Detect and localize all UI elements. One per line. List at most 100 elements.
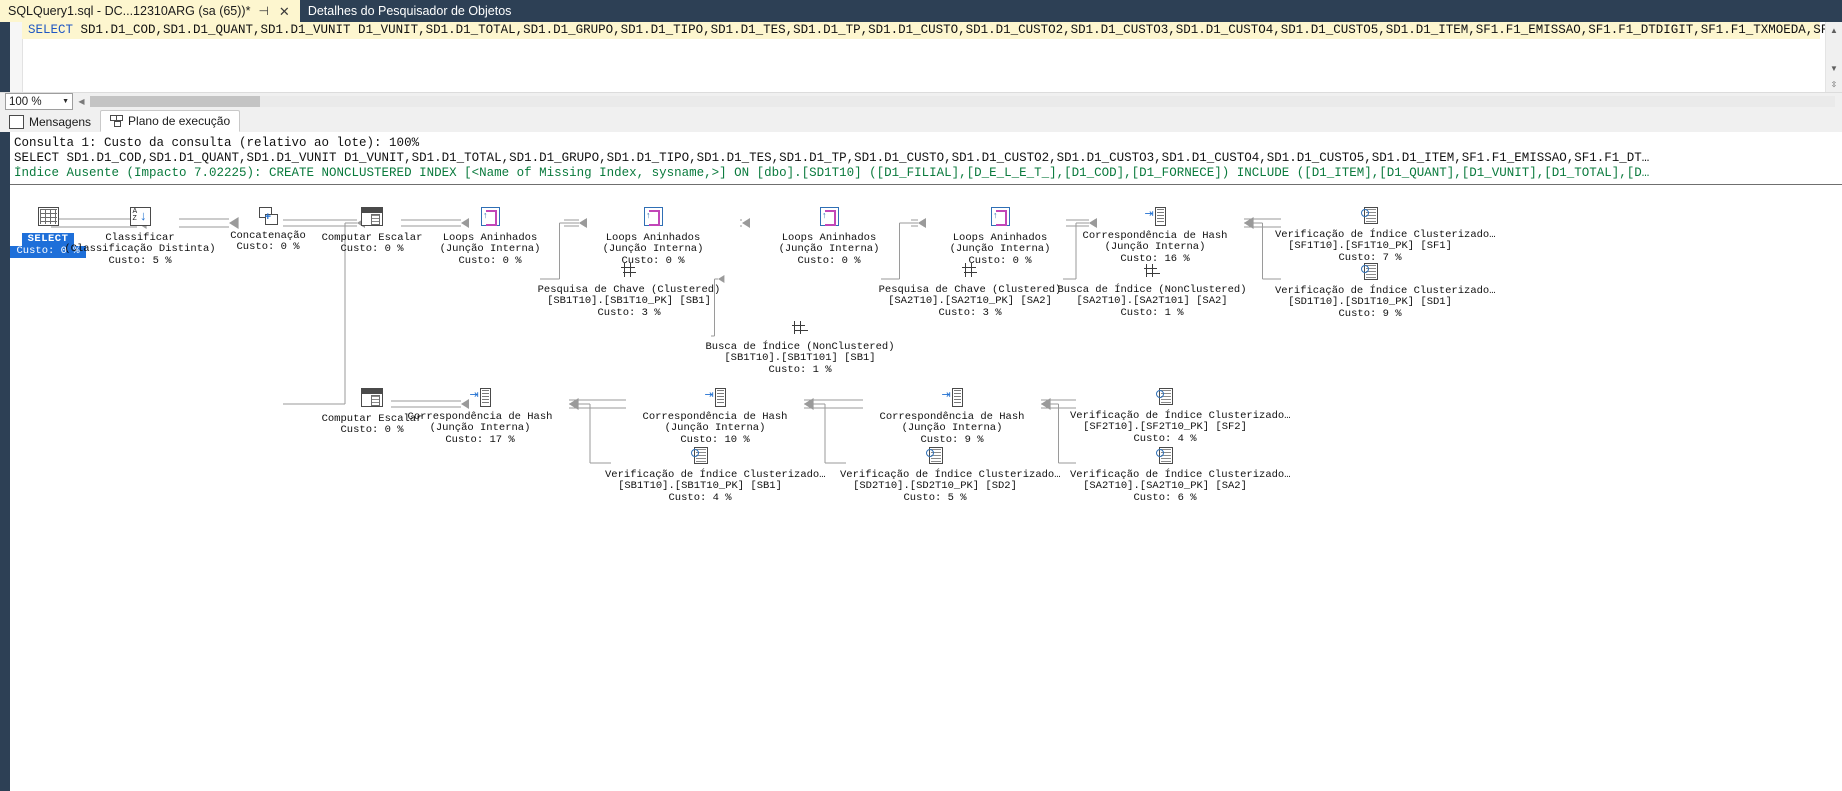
plan-node-clust4[interactable]: Verificação de Índice Clusterizado…[SB1T… bbox=[605, 447, 826, 504]
plan-node-loops2[interactable]: ↑Loops Aninhados(Junção Interna)Custo: 0… bbox=[558, 207, 748, 267]
plan-node-title: Concatenação bbox=[230, 229, 306, 242]
scroll-left-icon[interactable]: ◀ bbox=[78, 97, 85, 106]
nested-loops-icon: ↑ bbox=[734, 207, 924, 231]
plan-left-gutter bbox=[0, 132, 10, 791]
pin-icon[interactable]: ⊣ bbox=[258, 4, 269, 18]
plan-node-hash2[interactable]: ⇥Correspondência de Hash(Junção Interna)… bbox=[385, 388, 575, 446]
plan-node-loops3[interactable]: ↑Loops Aninhados(Junção Interna)Custo: 0… bbox=[734, 207, 924, 267]
editor-vertical-scrollbar[interactable]: ▲ ▼ ⇳ bbox=[1825, 22, 1842, 92]
plan-node-title: Pesquisa de Chave (Clustered) bbox=[537, 283, 721, 296]
plan-node-title: Loops Aninhados bbox=[952, 231, 1048, 244]
plan-node-seek1[interactable]: Pesquisa de Chave (Clustered)[SB1T10].[S… bbox=[534, 263, 724, 319]
editor-horizontal-scrollbar[interactable] bbox=[90, 96, 1835, 107]
hash-match-icon: ⇥ bbox=[1060, 207, 1250, 229]
plan-node-cost: Custo: 10 % bbox=[680, 433, 750, 446]
messages-icon bbox=[9, 114, 24, 129]
document-tabstrip: SQLQuery1.sql - DC...12310ARG (sa (65))*… bbox=[0, 0, 1842, 22]
editor-left-gutter bbox=[0, 22, 10, 92]
missing-index-line[interactable]: Índice Ausente (Impacto 7.02225): CREATE… bbox=[14, 166, 1650, 180]
plan-node-hash3[interactable]: ⇥Correspondência de Hash(Junção Interna)… bbox=[620, 388, 810, 446]
tab-plano-de-execucao[interactable]: Plano de execução bbox=[100, 110, 241, 132]
key-lookup-icon bbox=[534, 263, 724, 283]
nonclustered-index-seek-icon bbox=[1057, 263, 1247, 283]
plan-divider bbox=[10, 184, 1842, 185]
plan-node-cost: Custo: 0 % bbox=[968, 254, 1032, 267]
plan-node-subtitle: [SB1T10].[SB1T101] [SB1] bbox=[724, 352, 876, 364]
query-editor[interactable]: SELECT SD1.D1_COD,SD1.D1_QUANT,SD1.D1_VU… bbox=[0, 22, 1842, 92]
plan-node-title: Verificação de Índice Clusterizado… bbox=[1070, 409, 1291, 422]
plan-node-subtitle: [SA2T10].[SA2T10_PK] [SA2] bbox=[1083, 480, 1247, 492]
plan-node-cost: Custo: 3 % bbox=[597, 306, 661, 319]
plan-node-cost: Custo: 0 % bbox=[0, 245, 143, 258]
key-lookup-icon bbox=[875, 263, 1065, 283]
results-tabstrip: Mensagens Plano de execução bbox=[0, 110, 1842, 133]
plan-node-hash4[interactable]: ⇥Correspondência de Hash(Junção Interna)… bbox=[857, 388, 1047, 446]
plan-node-cost: Custo: 9 % bbox=[920, 433, 984, 446]
editor-bottom-bar: 100 % ▼ ◀ bbox=[0, 92, 1842, 111]
scrollbar-thumb[interactable] bbox=[90, 96, 260, 107]
plan-node-subtitle: (Junção Interna) bbox=[1104, 241, 1206, 253]
plan-node-clust5[interactable]: Verificação de Índice Clusterizado…[SD2T… bbox=[840, 447, 1061, 504]
plan-node-cost: Custo: 5 % bbox=[903, 491, 967, 504]
tab-label: SQLQuery1.sql - DC...12310ARG (sa (65))* bbox=[8, 4, 251, 18]
plan-node-title: Verificação de Índice Clusterizado… bbox=[605, 468, 826, 481]
plan-node-clust2[interactable]: Verificação de Índice Clusterizado…[SD1T… bbox=[1275, 263, 1496, 320]
plan-node-cost: Custo: 1 % bbox=[1120, 306, 1184, 319]
plan-node-title: Busca de Índice (NonClustered) bbox=[1057, 283, 1247, 296]
scroll-down-icon[interactable]: ▼ bbox=[1826, 60, 1842, 76]
plan-node-cost: Custo: 0 % bbox=[797, 254, 861, 267]
plan-header-text: Consulta 1: Custo da consulta (relativo … bbox=[14, 136, 1824, 181]
tab-mensagens[interactable]: Mensagens bbox=[0, 111, 101, 132]
plan-node-title: Verificação de Índice Clusterizado… bbox=[1275, 228, 1496, 241]
zoom-level-dropdown[interactable]: 100 % ▼ bbox=[5, 93, 73, 110]
clustered-index-scan-icon bbox=[1275, 207, 1465, 228]
plan-node-title: Loops Aninhados bbox=[442, 231, 538, 244]
plan-node-cost: Custo: 16 % bbox=[1120, 252, 1190, 265]
plan-node-title: Classificar bbox=[105, 231, 175, 244]
plan-node-clust6[interactable]: Verificação de Índice Clusterizado…[SA2T… bbox=[1070, 447, 1291, 504]
plan-node-nonclust1[interactable]: Busca de Índice (NonClustered)[SA2T10].[… bbox=[1057, 263, 1247, 319]
plan-node-nonclust2[interactable]: Busca de Índice (NonClustered)[SB1T10].[… bbox=[705, 320, 895, 376]
concatenation-icon: + bbox=[173, 207, 363, 229]
plan-node-loops4[interactable]: ↑Loops Aninhados(Junção Interna)Custo: 0… bbox=[905, 207, 1095, 267]
plan-node-subtitle: (Junção Interna) bbox=[949, 243, 1051, 255]
plan-node-subtitle: [SB1T10].[SB1T10_PK] [SB1] bbox=[618, 480, 782, 492]
plan-node-cost: Custo: 9 % bbox=[1338, 307, 1402, 320]
plan-node-cost: Custo: 4 % bbox=[668, 491, 732, 504]
plan-node-loops1[interactable]: ↑Loops Aninhados(Junção Interna)Custo: 0… bbox=[395, 207, 585, 267]
chevron-down-icon[interactable]: ▼ bbox=[62, 98, 69, 105]
plan-node-subtitle: [SA2T10].[SA2T10_PK] [SA2] bbox=[888, 295, 1052, 307]
plan-node-title: Computar Escalar bbox=[321, 231, 423, 244]
plan-node-cost: Custo: 0 % bbox=[340, 243, 404, 255]
close-icon[interactable]: ✕ bbox=[278, 3, 290, 19]
split-handle-icon[interactable]: ⇳ bbox=[1826, 76, 1842, 92]
execution-plan-surface[interactable]: Consulta 1: Custo da consulta (relativo … bbox=[0, 132, 1842, 791]
plan-node-title: Computar Escalar bbox=[321, 412, 423, 425]
plan-node-cost: Custo: 4 % bbox=[1133, 432, 1197, 445]
plan-node-seek2[interactable]: Pesquisa de Chave (Clustered)[SA2T10].[S… bbox=[875, 263, 1065, 319]
editor-indicator-margin bbox=[10, 22, 23, 92]
plan-node-cost: Custo: 7 % bbox=[1338, 251, 1402, 264]
plan-node-hash1[interactable]: ⇥Correspondência de Hash(Junção Interna)… bbox=[1060, 207, 1250, 265]
plan-node-title: Verificação de Índice Clusterizado… bbox=[1070, 468, 1291, 481]
clustered-index-scan-icon bbox=[605, 447, 795, 468]
nonclustered-index-seek-icon bbox=[705, 320, 895, 340]
editor-query-line: SELECT SD1.D1_COD,SD1.D1_QUANT,SD1.D1_VU… bbox=[28, 23, 1842, 37]
tab-sqlquery1[interactable]: SQLQuery1.sql - DC...12310ARG (sa (65))*… bbox=[0, 0, 300, 22]
compute-scalar-icon bbox=[277, 388, 467, 412]
plan-node-clust1[interactable]: Verificação de Índice Clusterizado…[SF1T… bbox=[1275, 207, 1496, 264]
tab-object-explorer-details[interactable]: Detalhes do Pesquisador de Objetos bbox=[299, 0, 520, 22]
scroll-up-icon[interactable]: ▲ bbox=[1826, 22, 1842, 38]
plan-node-cost-badge: Custo: 0 % bbox=[10, 245, 86, 258]
plan-node-clust3[interactable]: Verificação de Índice Clusterizado…[SF2T… bbox=[1070, 388, 1291, 445]
plan-node-cost: Custo: 1 % bbox=[768, 363, 832, 376]
plan-node-title: Loops Aninhados bbox=[605, 231, 701, 244]
